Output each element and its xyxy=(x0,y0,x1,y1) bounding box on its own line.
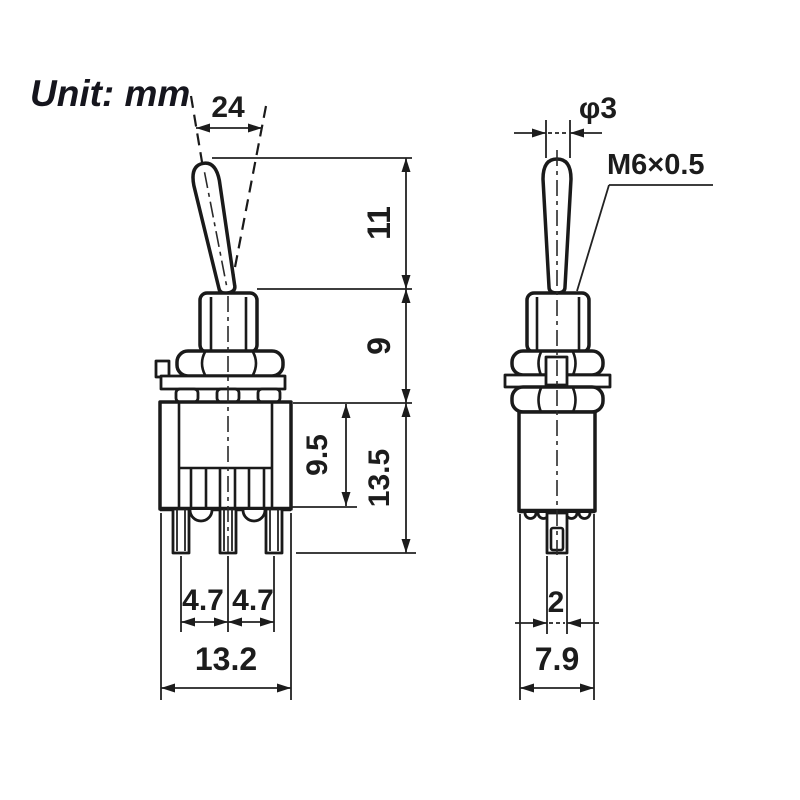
dim-bushing-height-label: 9 xyxy=(361,337,397,355)
lever-swing-guide-right xyxy=(229,105,268,289)
pin-left xyxy=(171,507,191,555)
case-front xyxy=(158,400,293,523)
dim-case-depth: 7.9 xyxy=(519,514,595,700)
dim-pin-thickness: 2 xyxy=(515,556,599,634)
lever-front xyxy=(191,161,237,296)
hex-nut-front xyxy=(175,349,285,378)
dim-pin-pitch-right-label: 4.7 xyxy=(232,584,274,617)
lever-swing-guide-left xyxy=(189,95,205,169)
dim-lever-swing: 24 xyxy=(196,91,262,133)
dim-lever-swing-label: 24 xyxy=(211,91,245,124)
side-view: φ3 M6×0.5 xyxy=(503,92,713,700)
dim-lever-diameter-label: φ3 xyxy=(579,92,617,125)
contact-bump-left xyxy=(188,509,214,523)
unit-label: Unit: mm xyxy=(30,73,190,114)
dim-lever-height-label: 11 xyxy=(361,206,397,240)
dim-case-plus-pins: 13.5 xyxy=(363,403,411,553)
dim-pin-pitch: 4.7 4.7 xyxy=(180,556,275,632)
dim-pin-thickness-label: 2 xyxy=(548,586,565,619)
dim-bushing-height: 9 xyxy=(361,289,411,403)
dim-case-width-label: 13.2 xyxy=(195,641,257,677)
contact-slots xyxy=(189,468,266,507)
dim-case-height: 9.5 xyxy=(301,404,351,506)
thread-leader-line xyxy=(576,184,610,292)
pin-right xyxy=(264,507,284,555)
dim-case-height-label: 9.5 xyxy=(301,434,334,476)
thread-spec-label: M6×0.5 xyxy=(607,149,705,181)
contact-bump-right xyxy=(241,509,267,523)
dim-case-plus-pins-label: 13.5 xyxy=(363,449,396,507)
dim-lever-height: 11 xyxy=(361,158,411,289)
front-view: 24 xyxy=(154,91,416,700)
dim-case-depth-label: 7.9 xyxy=(535,641,579,677)
dim-pin-pitch-left-label: 4.7 xyxy=(182,584,224,617)
contact-bump-side-1 xyxy=(523,512,538,520)
dim-lever-diameter: φ3 xyxy=(514,92,617,158)
thread-callout: M6×0.5 xyxy=(576,149,713,292)
dim-case-width: 13.2 xyxy=(160,513,292,700)
contact-bump-side-4 xyxy=(577,512,592,520)
